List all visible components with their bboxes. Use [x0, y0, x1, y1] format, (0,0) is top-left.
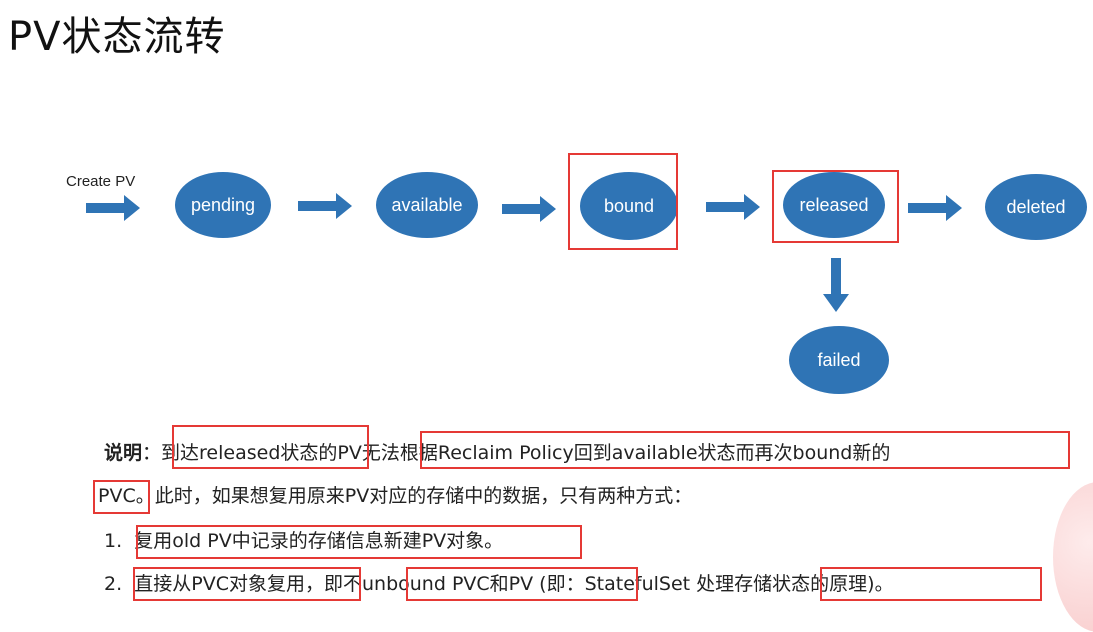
- note-item-1: 1. 复用old PV中记录的存储信息新建PV对象。: [104, 529, 503, 553]
- arrow-released-to-failed: [823, 258, 849, 312]
- note-line-1: 说明：到达released状态的PV无法根据Reclaim Policy回到av…: [104, 441, 890, 465]
- background-decoration: [1053, 482, 1093, 632]
- note-line-2: PVC。此时，如果想复用原来PV对应的存储中的数据，只有两种方式：: [98, 484, 692, 508]
- highlight-item-1: [136, 525, 582, 559]
- note-item-2: 2. 直接从PVC对象复用，即不unbound PVC和PV (即：Statef…: [104, 572, 894, 596]
- note-item-1-number: 1.: [104, 530, 123, 552]
- state-released: released: [783, 172, 885, 238]
- create-pv-label: Create PV: [66, 173, 136, 190]
- highlight-item-2-unbound: [406, 567, 638, 601]
- note-l1-pv: 的PV: [318, 442, 362, 464]
- note-item-1-end: 。: [484, 530, 504, 552]
- arrow-bound-to-released: [706, 194, 760, 220]
- state-pending: pending: [175, 172, 271, 238]
- highlight-released: [772, 170, 899, 243]
- note-l1-released: 到达released状态: [161, 442, 319, 464]
- note-l1-policy: 无法根据Reclaim Policy回到available状态而再次bound新…: [361, 442, 891, 464]
- highlight-bound: [568, 153, 678, 250]
- arrow-released-to-deleted: [908, 195, 962, 221]
- arrow-pending-to-available: [298, 193, 352, 219]
- page-title: PV状态流转: [8, 14, 226, 60]
- note-item-2-number: 2.: [104, 573, 123, 595]
- state-available: available: [376, 172, 478, 238]
- highlight-item-2-reuse: [133, 567, 361, 601]
- note-item-2-ie: ，即: [304, 573, 343, 595]
- note-item-2-principle: 处理存储状态的原理: [696, 573, 868, 595]
- state-deleted: deleted: [985, 174, 1087, 240]
- note-colon: ：: [142, 442, 162, 464]
- highlight-item-2-principle: [820, 567, 1042, 601]
- state-failed: failed: [789, 326, 889, 394]
- note-item-2-end: )。: [867, 573, 894, 595]
- state-bound: bound: [580, 172, 678, 240]
- note-item-2-unbound: 不unbound PVC和PV: [342, 573, 534, 595]
- note-l2-pvc: PVC: [98, 485, 136, 507]
- arrow-available-to-bound: [502, 196, 556, 222]
- note-item-2-reuse: 直接从PVC对象复用: [134, 573, 305, 595]
- note-item-2-paren: (即：StatefulSet: [539, 573, 697, 595]
- highlight-pvc: [93, 480, 150, 514]
- arrow-create-to-pending: [86, 195, 140, 221]
- note-item-1-text: 复用old PV中记录的存储信息新建PV对象: [134, 530, 485, 552]
- note-l2-rest: 。此时，如果想复用原来PV对应的存储中的数据，只有两种方式：: [135, 485, 693, 507]
- highlight-released-state: [172, 425, 369, 469]
- note-label: 说明: [104, 442, 143, 464]
- highlight-policy: [420, 431, 1070, 469]
